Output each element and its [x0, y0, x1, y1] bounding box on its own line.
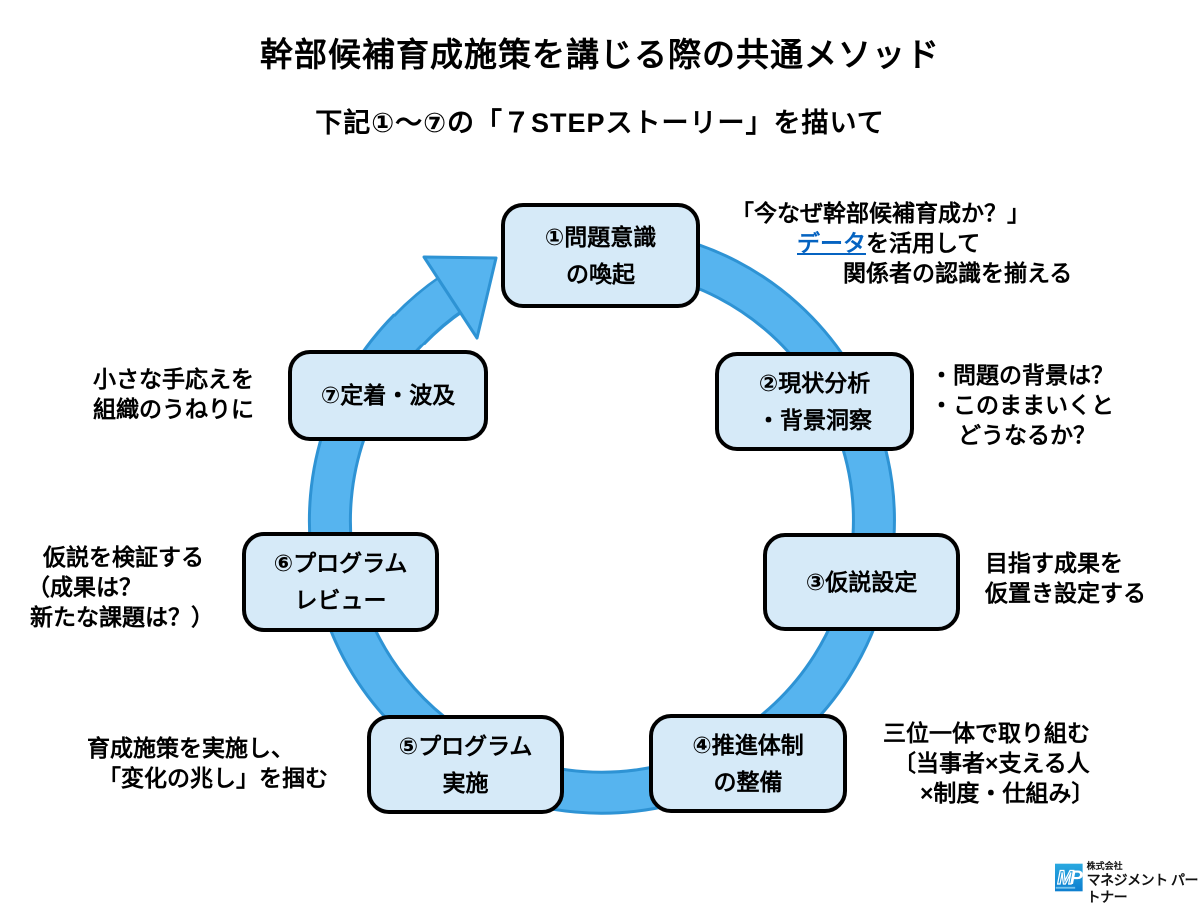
step-box-1: ①問題意識 の喚起: [501, 203, 700, 308]
annotation-line: 「変化の兆し」を掴む: [98, 765, 328, 791]
step-box-7: ⑦定着・波及: [288, 350, 488, 441]
step-box-label: レビュー: [294, 587, 387, 613]
cycle-arrowhead-icon: [422, 255, 498, 340]
step-box-label: ・背景洞察: [757, 406, 872, 433]
step-box-label: ③仮説設定: [805, 568, 918, 595]
annotation-line-rest: を活用して: [866, 230, 981, 256]
annotation-step5: 育成施策を実施し、 「変化の兆し」を掴む: [87, 733, 328, 793]
annotation-line: 新たな課題は？）: [30, 604, 214, 630]
step-box-2: ②現状分析 ・背景洞察: [715, 352, 914, 451]
step-box-label: ①問題意識: [544, 223, 657, 250]
step-box-label: の整備: [713, 768, 783, 795]
step-box-label: ④推進体制: [692, 731, 804, 758]
annotation-line: 仮説を検証する: [43, 544, 204, 570]
svg-text:P: P: [1070, 867, 1083, 889]
logo-company-name: マネジメント パートナー: [1086, 872, 1199, 905]
annotation-step2: ・問題の背景は？ ・このままいくと どうなるか？: [930, 360, 1114, 450]
company-logo: M P 株式会社 マネジメント パートナー: [1055, 859, 1200, 906]
annotation-line: 〔当事者×支える人: [893, 750, 1090, 776]
annotation-step7: 小さな手応えを 組織のうねりに: [93, 364, 254, 424]
annotation-step4: 三位一体で取り組む 〔当事者×支える人 ×制度・仕組み〕: [883, 718, 1094, 808]
annotation-step1: 「今なぜ幹部候補育成か？」 データを活用して 関係者の認識を揃える: [731, 198, 1072, 288]
step-box-label: 実施: [442, 769, 489, 796]
annotation-line: 仮置き設定する: [985, 580, 1146, 606]
step-box-5: ⑤プログラム 実施: [367, 715, 564, 814]
step-box-4: ④推進体制 の整備: [649, 714, 847, 813]
step-box-label: ⑥プログラム: [273, 550, 408, 576]
step-box-label: ⑦定着・波及: [320, 382, 456, 408]
logo-company-prefix: 株式会社: [1086, 861, 1123, 871]
svg-text:M: M: [1057, 867, 1074, 889]
logo-mark-icon: M P: [1055, 863, 1083, 892]
annotation-line: 組織のうねりに: [93, 396, 254, 422]
annotation-line: （成果は？: [27, 574, 142, 600]
page-subtitle: 下記①～⑦の「７STEPストーリー」を描いて: [315, 108, 885, 138]
annotation-line: 関係者の認識を揃える: [843, 260, 1073, 286]
page-title: 幹部候補育成施策を講じる際の共通メソッド: [260, 36, 940, 73]
annotation-line: 三位一体で取り組む: [883, 720, 1090, 746]
step-box-label: ②現状分析: [758, 369, 871, 396]
annotation-line: ×制度・仕組み〕: [920, 780, 1095, 806]
step-box-6: ⑥プログラム レビュー: [242, 532, 439, 632]
annotation-line: 育成施策を実施し、: [87, 735, 294, 761]
data-link[interactable]: データ: [797, 230, 866, 256]
annotation-line: どうなるか？: [958, 422, 1096, 448]
annotation-line: 小さな手応えを: [93, 366, 254, 392]
annotation-line: 「今なぜ幹部候補育成か？」: [731, 200, 1030, 226]
annotation-line: データを活用して: [797, 228, 1072, 258]
annotation-step6: 仮説を検証する （成果は？ 新たな課題は？）: [27, 542, 214, 632]
step-box-label: の喚起: [566, 260, 635, 287]
step-box-3: ③仮説設定: [763, 533, 960, 631]
annotation-line: ・このままいくと: [930, 392, 1114, 418]
annotation-line: 目指す成果を: [985, 550, 1123, 576]
annotation-step3: 目指す成果を 仮置き設定する: [985, 548, 1146, 608]
step-box-label: ⑤プログラム: [398, 732, 533, 759]
annotation-line: ・問題の背景は？: [930, 362, 1114, 388]
